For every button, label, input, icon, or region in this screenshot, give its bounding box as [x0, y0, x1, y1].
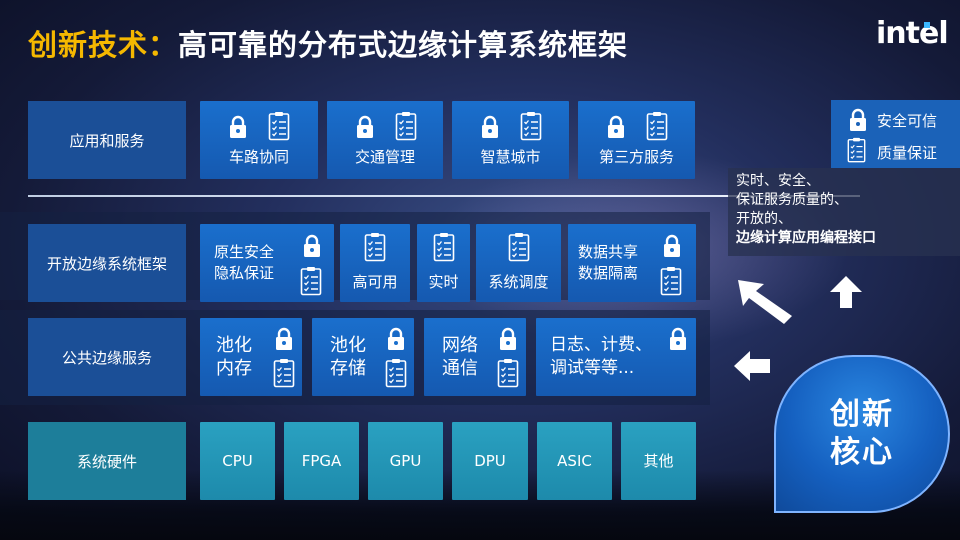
- lock-icon: [606, 115, 626, 139]
- hardware-box-6: 其他: [621, 422, 696, 500]
- checklist-icon: [395, 111, 417, 141]
- public-item-1: 池化 内存: [216, 335, 252, 379]
- checklist-icon: [660, 266, 682, 296]
- app-box-1: 车路协同: [200, 101, 318, 179]
- framework-box-1: 原生安全 隐私保证: [200, 224, 334, 302]
- row-label-hardware: 系统硬件: [28, 422, 186, 500]
- checklist-icon: [847, 136, 866, 164]
- callout-line-1: 实时、安全、: [736, 173, 820, 189]
- arrow-upleft-icon: [738, 280, 792, 324]
- hardware-box-2: FPGA: [284, 422, 359, 500]
- api-callout: 实时、安全、 保证服务质量的、 开放的、 边缘计算应用编程接口: [728, 168, 960, 256]
- lock-icon: [668, 327, 688, 351]
- checklist-icon: [497, 358, 519, 388]
- app-box-2: 交通管理: [327, 101, 443, 179]
- lock-icon: [480, 115, 500, 139]
- framework-box-5: 数据共享 数据隔离: [568, 224, 696, 302]
- title-main: 高可靠的分布式边缘计算系统框架: [178, 28, 629, 62]
- app-item-1: 车路协同: [228, 148, 289, 166]
- hardware-item-4: DPU: [474, 452, 506, 470]
- arrow-up-icon: [830, 276, 862, 308]
- lock-icon: [498, 327, 518, 351]
- intel-logo-dot: [924, 22, 930, 28]
- row-label-framework: 开放边缘系统框架: [28, 224, 186, 302]
- hardware-item-6: 其他: [643, 452, 674, 470]
- innovation-core: 创新 核心: [774, 355, 950, 513]
- core-line-1: 创新: [830, 397, 894, 432]
- lock-icon: [274, 327, 294, 351]
- lock-icon: [355, 115, 375, 139]
- separator-line: [28, 195, 860, 197]
- legend-lock-label: 安全可信: [877, 112, 938, 130]
- app-box-4: 第三方服务: [578, 101, 695, 179]
- legend-box: 安全可信 质量保证: [831, 100, 960, 168]
- framework-box-2: 高可用: [340, 224, 410, 302]
- app-item-3: 智慧城市: [480, 148, 541, 166]
- public-box-3: 网络 通信: [424, 318, 526, 396]
- public-item-4: 日志、计费、 调试等等...: [550, 335, 652, 378]
- legend-quality-label: 质量保证: [877, 144, 938, 162]
- core-line-2: 核心: [830, 435, 894, 470]
- intel-logo: intel: [876, 16, 949, 51]
- framework-item-5: 数据共享 数据隔离: [578, 243, 639, 282]
- public-item-3: 网络 通信: [442, 335, 478, 379]
- callout-line-3: 开放的、: [736, 211, 792, 227]
- public-box-1: 池化 内存: [200, 318, 302, 396]
- framework-item-2: 高可用: [352, 273, 398, 291]
- checklist-icon: [273, 358, 295, 388]
- app-item-2: 交通管理: [354, 148, 415, 166]
- lock-icon: [228, 115, 248, 139]
- framework-item-1: 原生安全 隐私保证: [214, 243, 275, 282]
- checklist-icon: [268, 111, 290, 141]
- hardware-box-3: GPU: [368, 422, 443, 500]
- hardware-item-1: CPU: [222, 452, 253, 470]
- title-accent: 创新技术：: [28, 28, 179, 62]
- row-label-apps: 应用和服务: [28, 101, 186, 179]
- public-item-2: 池化 存储: [330, 335, 366, 379]
- checklist-icon: [364, 232, 386, 262]
- public-box-2: 池化 存储: [312, 318, 414, 396]
- lock-icon: [386, 327, 406, 351]
- hardware-item-5: ASIC: [557, 452, 592, 470]
- lock-icon: [302, 234, 322, 258]
- hardware-box-1: CPU: [200, 422, 275, 500]
- arrow-left-icon: [734, 351, 770, 381]
- hardware-item-2: FPGA: [301, 452, 342, 470]
- hardware-box-4: DPU: [452, 422, 528, 500]
- callout-line-4: 边缘计算应用编程接口: [736, 230, 876, 246]
- checklist-icon: [433, 232, 455, 262]
- checklist-icon: [385, 358, 407, 388]
- hardware-item-3: GPU: [389, 452, 422, 470]
- checklist-icon: [508, 232, 530, 262]
- framework-box-4: 系统调度: [476, 224, 561, 302]
- framework-item-4: 系统调度: [488, 273, 549, 291]
- row-label-public: 公共边缘服务: [28, 318, 186, 396]
- lock-icon: [662, 234, 682, 258]
- app-item-4: 第三方服务: [598, 148, 674, 166]
- callout-line-2: 保证服务质量的、: [736, 192, 848, 208]
- hardware-box-5: ASIC: [537, 422, 612, 500]
- app-box-3: 智慧城市: [452, 101, 569, 179]
- lock-icon: [848, 108, 868, 132]
- checklist-icon: [520, 111, 542, 141]
- public-box-4: 日志、计费、 调试等等...: [536, 318, 696, 396]
- checklist-icon: [300, 266, 322, 296]
- checklist-icon: [646, 111, 668, 141]
- page-title: 创新技术：高可靠的分布式边缘计算系统框架: [28, 22, 628, 64]
- framework-box-3: 实时: [417, 224, 470, 302]
- framework-item-3: 实时: [428, 273, 459, 291]
